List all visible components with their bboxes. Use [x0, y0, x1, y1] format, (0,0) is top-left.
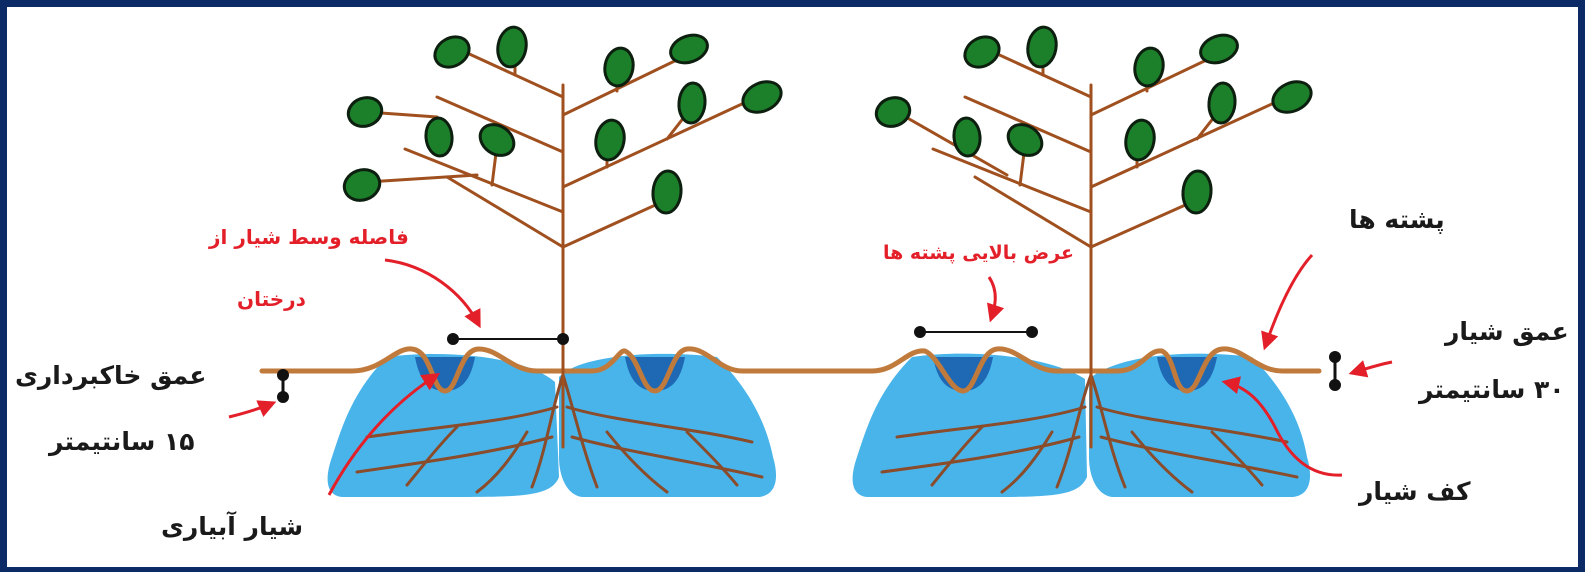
label-furrow-bottom: کف شیار — [1359, 477, 1471, 506]
arrow-ridge-width — [989, 277, 995, 319]
dimension-excavation-depth — [277, 369, 289, 403]
diagram-frame: فاصله وسط شیار از درختان عرض بالایی پشته… — [7, 7, 1578, 567]
label-ridges: پشته ها — [1349, 205, 1445, 234]
arrow-distance — [385, 260, 479, 325]
label-ridge-top-width: عرض بالایی پشته ها — [883, 242, 1074, 264]
label-trees-distance-line2: درختان — [237, 287, 306, 311]
label-furrow-depth-line1: عمق شیار — [1445, 317, 1569, 346]
label-furrow-depth-line2: ۳۰ سانتیمتر — [1419, 375, 1565, 404]
dimension-furrow-to-tree — [447, 333, 569, 345]
label-excavation-depth-line1: عمق خاکبرداری — [15, 361, 206, 390]
arrow-ridges — [1265, 255, 1312, 347]
label-excavation-depth-line2: ۱۵ سانتیمتر — [49, 427, 195, 456]
label-irrigation-furrow: شیار آبیاری — [161, 512, 303, 541]
arrow-excavation — [229, 403, 273, 417]
arrow-furrow-depth — [1352, 362, 1392, 373]
label-trees-distance-line1: فاصله وسط شیار از — [209, 225, 409, 249]
dimension-ridge-top-width — [914, 326, 1038, 338]
dimension-furrow-depth — [1329, 351, 1341, 391]
